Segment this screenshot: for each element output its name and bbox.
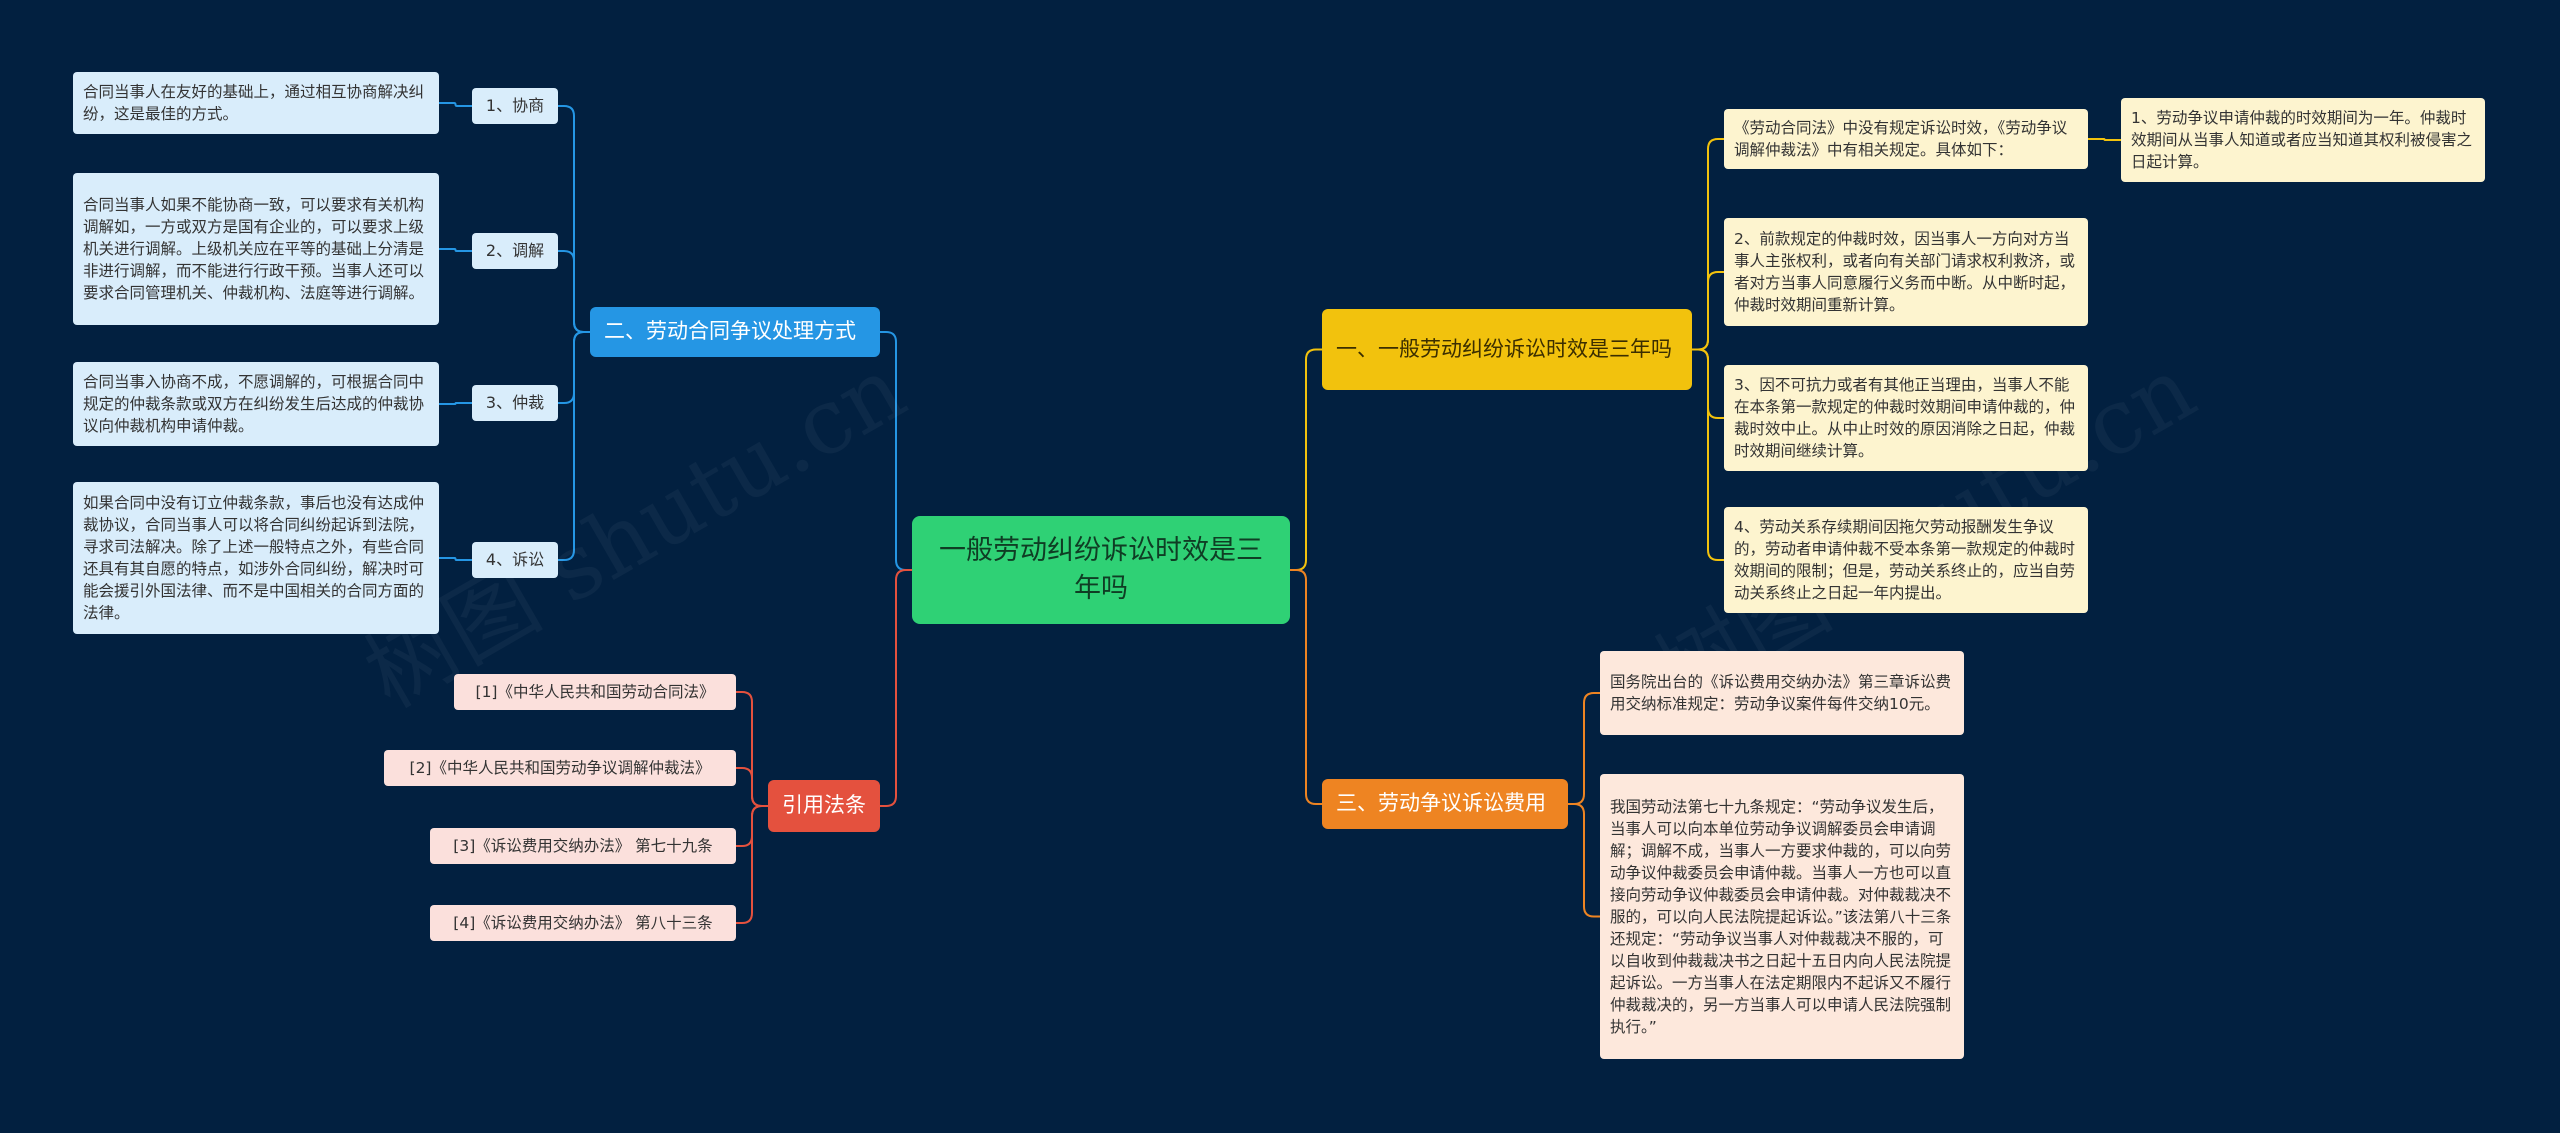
ref-item-3[interactable]: [3]《诉讼费用交纳办法》 第七十九条	[430, 828, 736, 864]
branch-fees[interactable]: 三、劳动争议诉讼费用	[1322, 779, 1568, 829]
edge-refs-4	[736, 805, 768, 924]
edge-fees-2	[1568, 803, 1600, 918]
ref-item-2[interactable]: [2]《中华人民共和国劳动争议调解仲裁法》	[384, 750, 736, 786]
edge-method-desc-1	[439, 102, 472, 107]
time-limit-item-3[interactable]: 3、因不可抗力或者有其他正当理由，当事人不能在本条第一款规定的仲裁时效期间申请仲…	[1724, 365, 2088, 471]
edge-method-desc-2	[439, 248, 472, 252]
edge-root-refs	[880, 569, 912, 807]
edge-time-limit-intro	[1692, 138, 1724, 351]
edge-methods-1	[558, 105, 590, 333]
edge-time-limit-4	[1692, 348, 1724, 561]
time-limit-intro[interactable]: 《劳动合同法》中没有规定诉讼时效，《劳动争议调解仲裁法》中有相关规定。具体如下：	[1724, 109, 2088, 169]
time-limit-item-4[interactable]: 4、劳动关系存续期间因拖欠劳动报酬发生争议的，劳动者申请仲裁不受本条第一款规定的…	[1724, 507, 2088, 613]
edge-method-desc-3	[439, 402, 472, 405]
method-arbitration-desc[interactable]: 合同当事入协商不成，不愿调解的，可根据合同中规定的仲裁条款或双方在纠纷发生后达成…	[73, 362, 439, 446]
fees-item-1[interactable]: 国务院出台的《诉讼费用交纳办法》第三章诉讼费用交纳标准规定：劳动争议案件每件交纳…	[1600, 651, 1964, 735]
edge-fees-1	[1568, 692, 1600, 805]
ref-item-4[interactable]: [4]《诉讼费用交纳办法》 第八十三条	[430, 905, 736, 941]
method-arbitration[interactable]: 3、仲裁	[472, 385, 558, 421]
method-negotiation-desc[interactable]: 合同当事人在友好的基础上，通过相互协商解决纠纷，这是最佳的方式。	[73, 72, 439, 134]
root-topic[interactable]: 一般劳动纠纷诉讼时效是三年吗	[912, 516, 1290, 624]
edge-root-fees	[1290, 569, 1322, 805]
edge-time-limit-3	[1692, 348, 1724, 419]
edge-methods-2	[558, 250, 590, 333]
edge-methods-3	[558, 331, 590, 404]
method-mediation-desc[interactable]: 合同当事人如果不能协商一致，可以要求有关机构调解如，一方或双方是国有企业的，可以…	[73, 173, 439, 325]
branch-refs[interactable]: 引用法条	[768, 780, 880, 832]
fees-item-2[interactable]: 我国劳动法第七十九条规定：“劳动争议发生后，当事人可以向本单位劳动争议调解委员会…	[1600, 774, 1964, 1059]
edge-refs-2	[736, 767, 768, 807]
time-limit-item-2[interactable]: 2、前款规定的仲裁时效，因当事人一方向对方当事人主张权利，或者向有关部门请求权利…	[1724, 218, 2088, 326]
edge-root-time-limit	[1290, 348, 1322, 571]
method-litigation[interactable]: 4、诉讼	[472, 542, 558, 578]
method-mediation[interactable]: 2、调解	[472, 233, 558, 269]
edge-intro-detail	[2088, 138, 2121, 141]
ref-item-1[interactable]: [1]《中华人民共和国劳动合同法》	[454, 674, 736, 710]
method-negotiation[interactable]: 1、协商	[472, 88, 558, 124]
branch-time-limit[interactable]: 一、一般劳动纠纷诉讼时效是三年吗	[1322, 309, 1692, 390]
edge-refs-3	[736, 805, 768, 847]
edge-refs-1	[736, 691, 768, 807]
method-litigation-desc[interactable]: 如果合同中没有订立仲裁条款，事后也没有达成仲裁协议，合同当事人可以将合同纠纷起诉…	[73, 482, 439, 634]
branch-methods[interactable]: 二、劳动合同争议处理方式	[590, 307, 880, 357]
edge-time-limit-2	[1692, 271, 1724, 351]
time-limit-item-1[interactable]: 1、劳动争议申请仲裁的时效期间为一年。仲裁时效期间从当事人知道或者应当知道其权利…	[2121, 98, 2485, 182]
